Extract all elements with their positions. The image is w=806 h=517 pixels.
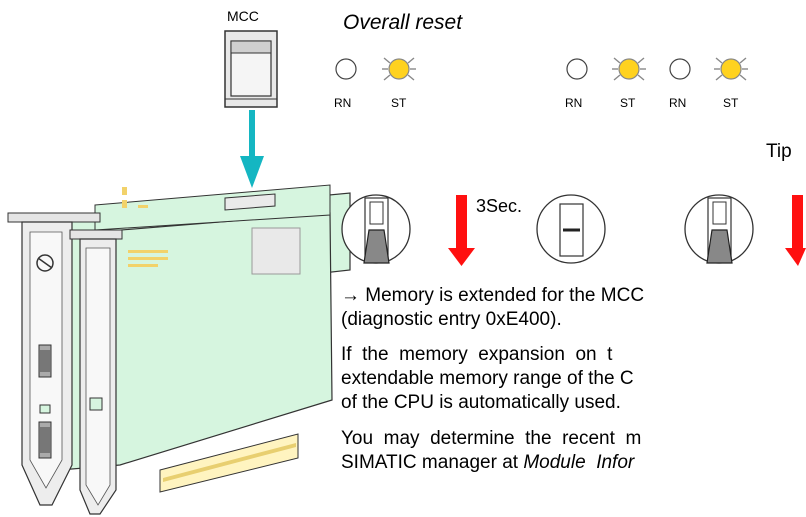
mode-switch-middle-icon — [536, 194, 606, 264]
body-text-prefix: SIMATIC manager at — [341, 452, 524, 473]
led-label-st: ST — [391, 96, 407, 110]
insert-card-arrow-icon — [240, 110, 264, 188]
led-label-rn: RN — [669, 96, 687, 110]
led-rn-off-icon — [669, 58, 691, 80]
body-line: (diagnostic entry 0xE400). — [341, 309, 562, 330]
body-line: You may determine the recent m — [341, 428, 642, 449]
hold-time-label: 3Sec. — [476, 196, 523, 216]
led-label-st: ST — [723, 96, 739, 110]
menu-path-text: Module Infor — [523, 452, 635, 473]
led-label-st: ST — [620, 96, 636, 110]
led-st-on-icon — [611, 57, 647, 81]
led-label-rn: RN — [334, 96, 352, 110]
mode-switch-down-icon — [684, 194, 754, 264]
body-line: extendable memory range of the C — [341, 368, 634, 389]
body-line: SIMATIC manager at Module Infor — [341, 451, 634, 475]
tip-label: Tip — [766, 141, 792, 162]
slot-bracket-icon — [69, 229, 123, 515]
mode-switch-down-icon — [341, 194, 411, 264]
led-rn-off-icon — [566, 58, 588, 80]
led-label-rn: RN — [565, 96, 583, 110]
led-st-on-icon — [381, 57, 417, 81]
red-arrow-icon — [448, 195, 475, 266]
body-line: of the CPU is automatically used. — [341, 392, 621, 413]
pci-card-icon — [44, 184, 351, 493]
led-st-on-icon — [713, 57, 749, 81]
led-rn-off-icon — [335, 58, 357, 80]
memory-card-icon — [224, 30, 278, 108]
body-line: If the memory expansion on t — [341, 344, 613, 365]
slot-bracket-icon — [7, 212, 101, 506]
page-title: Overall reset — [343, 11, 463, 34]
body-line: → Memory is extended for the MCC — [341, 285, 645, 306]
card-label: MCC — [227, 8, 259, 24]
red-arrow-icon — [785, 195, 806, 266]
